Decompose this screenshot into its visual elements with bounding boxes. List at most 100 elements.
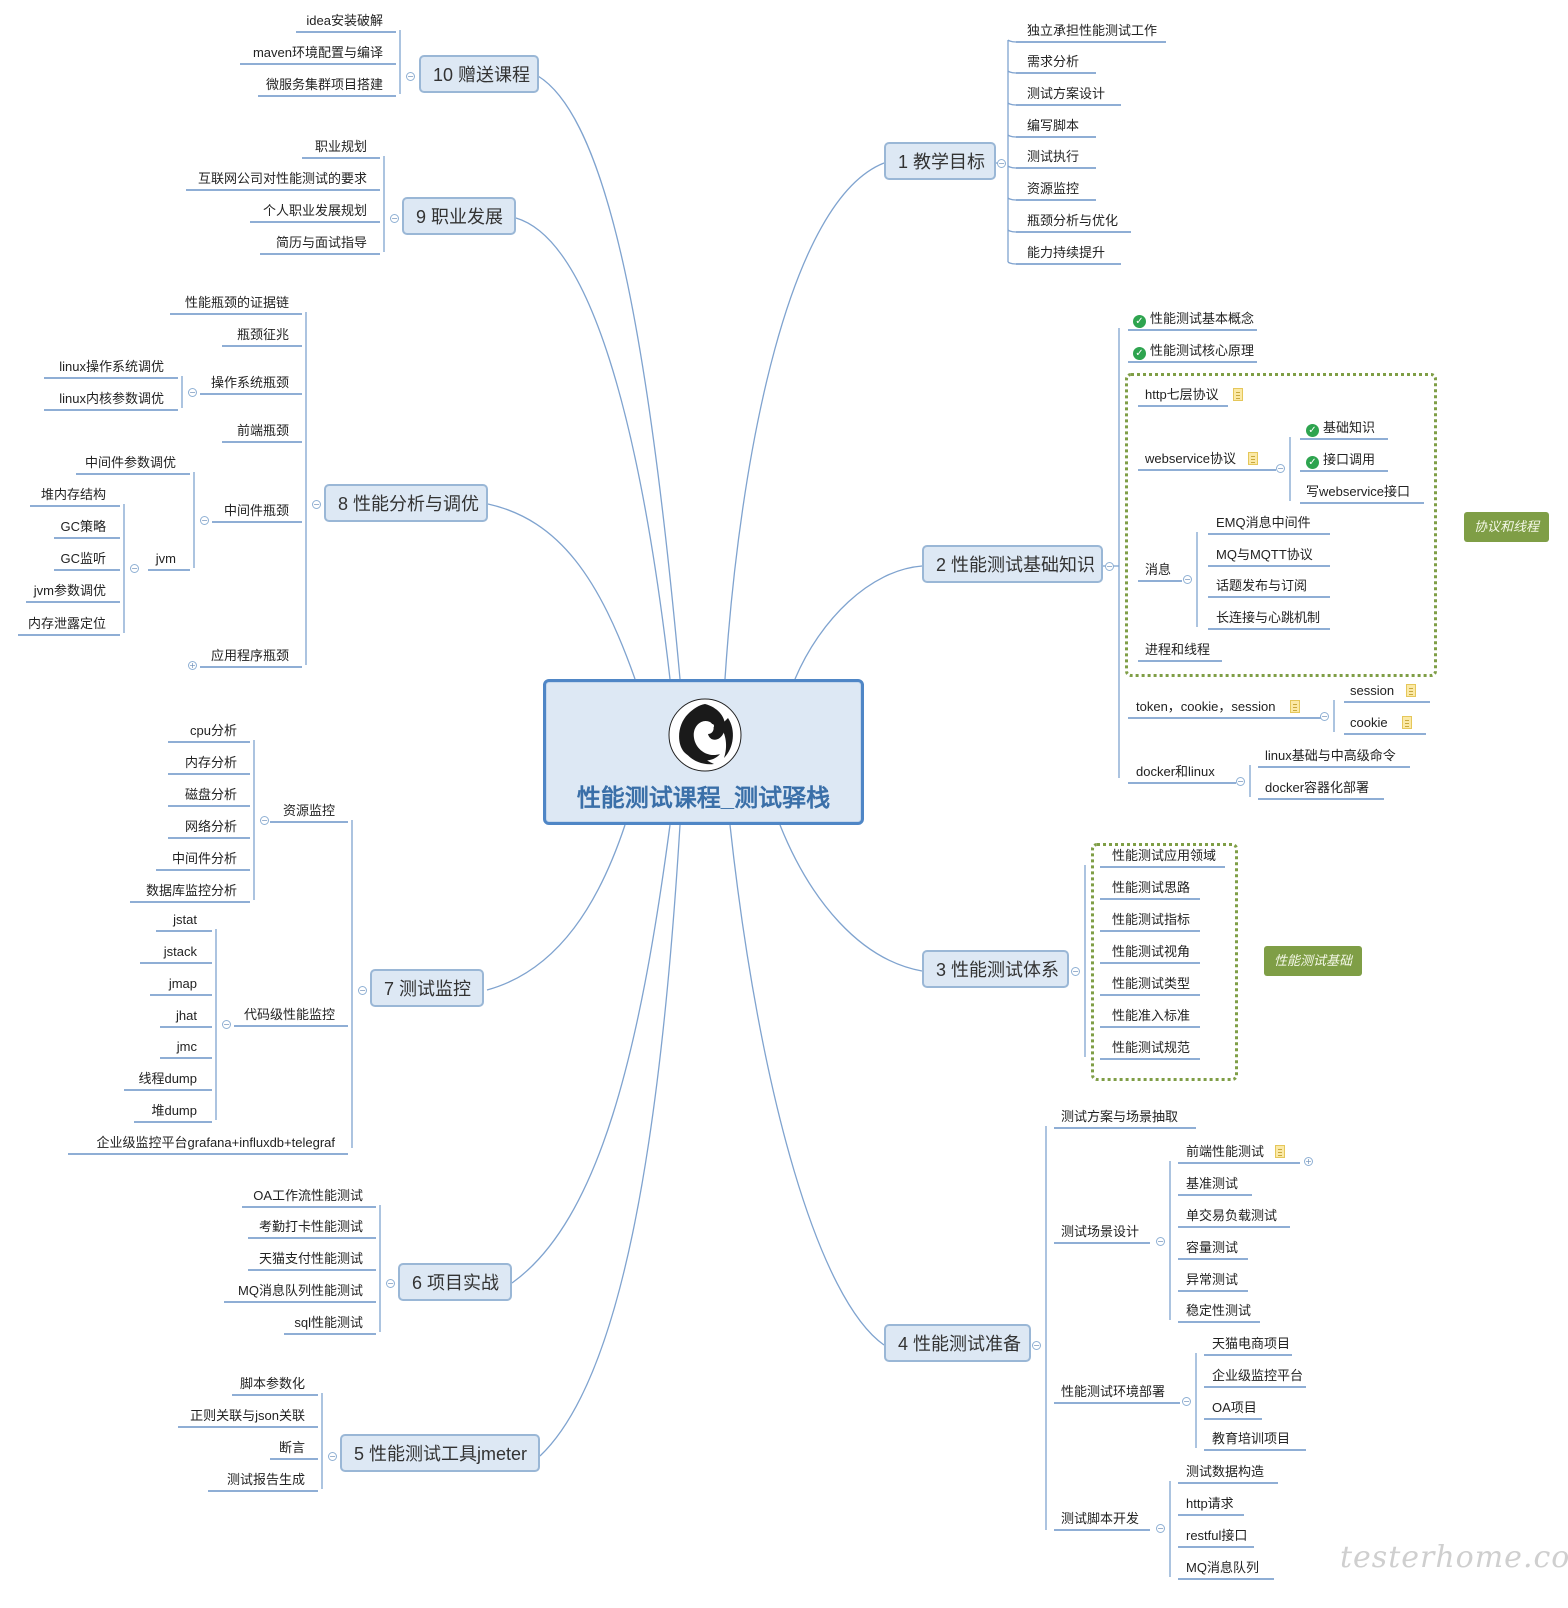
resource-child[interactable]: 网络分析	[185, 819, 237, 835]
middleware-bottleneck-item[interactable]: 中间件瓶颈	[224, 503, 289, 519]
evidence-chain-item[interactable]: 性能瓶颈的证据链	[185, 295, 289, 311]
script-child[interactable]: http请求	[1186, 1496, 1234, 1512]
resource-child[interactable]: 数据库监控分析	[146, 883, 237, 899]
goal-item[interactable]: 测试执行	[1027, 149, 1079, 165]
collapse-icon[interactable]: −	[1156, 1524, 1165, 1533]
message-item[interactable]: 消息	[1145, 562, 1171, 578]
collapse-icon[interactable]: −	[1320, 712, 1329, 721]
collapse-icon[interactable]: −	[406, 72, 415, 81]
bonus-item[interactable]: maven环境配置与编译	[253, 45, 383, 61]
goal-item[interactable]: 独立承担性能测试工作	[1027, 23, 1157, 39]
env-child[interactable]: 教育培训项目	[1212, 1431, 1290, 1447]
topic-10-bonus[interactable]: 10 赠送课程	[419, 55, 539, 93]
system-item[interactable]: 性能测试思路	[1112, 880, 1190, 896]
tag-basics[interactable]: 性能测试基础	[1264, 946, 1363, 976]
linux-item[interactable]: linux基础与中高级命令	[1265, 748, 1396, 764]
collapse-icon[interactable]: −	[1236, 777, 1245, 786]
system-item[interactable]: 性能测试视角	[1112, 944, 1190, 960]
topic-8-analysis[interactable]: 8 性能分析与调优	[324, 484, 488, 522]
principle-item[interactable]: ✓性能测试核心原理	[1133, 343, 1254, 360]
project-item[interactable]: sql性能测试	[294, 1315, 363, 1331]
jmeter-item[interactable]: 测试报告生成	[227, 1472, 305, 1488]
collapse-icon[interactable]: −	[312, 500, 321, 509]
system-item[interactable]: 性能测试应用领域	[1112, 848, 1216, 864]
bonus-item[interactable]: idea安装破解	[306, 13, 383, 29]
note-icon[interactable]	[1290, 700, 1300, 713]
scene-child[interactable]: 容量测试	[1186, 1240, 1238, 1256]
jvm-child[interactable]: GC监听	[60, 551, 106, 567]
expand-icon[interactable]: +	[188, 661, 197, 670]
resource-child[interactable]: cpu分析	[190, 723, 237, 739]
message-child[interactable]: 话题发布与订阅	[1216, 578, 1307, 594]
resource-monitor-item[interactable]: 资源监控	[283, 803, 335, 819]
system-item[interactable]: 性能准入标准	[1112, 1008, 1190, 1024]
env-child[interactable]: 企业级监控平台	[1212, 1368, 1303, 1384]
concept-item[interactable]: ✓性能测试基本概念	[1133, 311, 1254, 328]
code-child[interactable]: jmap	[169, 976, 197, 992]
collapse-icon[interactable]: −	[390, 214, 399, 223]
jmeter-item[interactable]: 正则关联与json关联	[190, 1408, 305, 1424]
app-bottleneck-item[interactable]: 应用程序瓶颈	[211, 648, 289, 664]
docker-item[interactable]: docker容器化部署	[1265, 780, 1369, 796]
process-item[interactable]: 进程和线程	[1145, 642, 1210, 658]
frontend-bottleneck-item[interactable]: 前端瓶颈	[237, 423, 289, 439]
code-child[interactable]: jstack	[164, 944, 197, 960]
collapse-icon[interactable]: −	[358, 986, 367, 995]
webservice-item[interactable]: webservice协议	[1145, 451, 1236, 467]
topic-6-projects[interactable]: 6 项目实战	[398, 1263, 512, 1301]
http-item[interactable]: http七层协议	[1145, 387, 1219, 403]
script-child[interactable]: MQ消息队列	[1186, 1560, 1259, 1576]
goal-item[interactable]: 编写脚本	[1027, 118, 1079, 134]
resource-child[interactable]: 中间件分析	[172, 851, 237, 867]
message-child[interactable]: 长连接与心跳机制	[1216, 610, 1320, 626]
expand-icon[interactable]: +	[1304, 1157, 1313, 1166]
note-icon[interactable]	[1406, 684, 1416, 697]
topic-5-jmeter[interactable]: 5 性能测试工具jmeter	[340, 1434, 540, 1472]
jmeter-item[interactable]: 脚本参数化	[240, 1376, 305, 1392]
collapse-icon[interactable]: −	[200, 516, 209, 525]
topic-2-basics[interactable]: 2 性能测试基础知识	[922, 545, 1103, 583]
collapse-icon[interactable]: −	[130, 564, 139, 573]
message-child[interactable]: EMQ消息中间件	[1216, 515, 1311, 531]
collapse-icon[interactable]: −	[1071, 967, 1080, 976]
webservice-child[interactable]: 写webservice接口	[1306, 484, 1410, 500]
career-item[interactable]: 职业规划	[315, 139, 367, 155]
script-child[interactable]: 测试数据构造	[1186, 1464, 1264, 1480]
collapse-icon[interactable]: −	[386, 1279, 395, 1288]
jvm-child[interactable]: jvm参数调优	[34, 583, 106, 599]
system-item[interactable]: 性能测试指标	[1112, 912, 1190, 928]
script-child[interactable]: restful接口	[1186, 1528, 1247, 1544]
code-child[interactable]: 线程dump	[138, 1071, 197, 1087]
webservice-child[interactable]: ✓接口调用	[1306, 452, 1375, 469]
collapse-icon[interactable]: −	[222, 1020, 231, 1029]
note-icon[interactable]	[1233, 388, 1243, 401]
collapse-icon[interactable]: −	[260, 816, 269, 825]
script-dev-item[interactable]: 测试脚本开发	[1061, 1511, 1139, 1527]
collapse-icon[interactable]: −	[1183, 575, 1192, 584]
goal-item[interactable]: 资源监控	[1027, 181, 1079, 197]
system-item[interactable]: 性能测试类型	[1112, 976, 1190, 992]
project-item[interactable]: MQ消息队列性能测试	[238, 1283, 363, 1299]
scene-child[interactable]: 前端性能测试	[1186, 1144, 1264, 1160]
jmeter-item[interactable]: 断言	[279, 1440, 305, 1456]
bonus-item[interactable]: 微服务集群项目搭建	[266, 77, 383, 93]
goal-item[interactable]: 瓶颈分析与优化	[1027, 213, 1118, 229]
scene-design-item[interactable]: 测试场景设计	[1061, 1224, 1139, 1240]
collapse-icon[interactable]: −	[188, 388, 197, 397]
collapse-icon[interactable]: −	[1182, 1397, 1191, 1406]
env-child[interactable]: 天猫电商项目	[1212, 1336, 1290, 1352]
jvm-item[interactable]: jvm	[156, 551, 176, 567]
topic-4-prep[interactable]: 4 性能测试准备	[884, 1324, 1031, 1362]
docker-linux-item[interactable]: docker和linux	[1136, 764, 1215, 780]
goal-item[interactable]: 测试方案设计	[1027, 86, 1105, 102]
topic-1-goals[interactable]: 1 教学目标	[884, 142, 996, 180]
scene-child[interactable]: 异常测试	[1186, 1272, 1238, 1288]
scene-extract-item[interactable]: 测试方案与场景抽取	[1061, 1109, 1178, 1125]
collapse-icon[interactable]: −	[1276, 464, 1285, 473]
note-icon[interactable]	[1275, 1145, 1285, 1158]
env-deploy-item[interactable]: 性能测试环境部署	[1061, 1384, 1165, 1400]
goal-item[interactable]: 能力持续提升	[1027, 245, 1105, 261]
collapse-icon[interactable]: −	[328, 1452, 337, 1461]
resource-child[interactable]: 磁盘分析	[185, 787, 237, 803]
env-child[interactable]: OA项目	[1212, 1400, 1257, 1416]
